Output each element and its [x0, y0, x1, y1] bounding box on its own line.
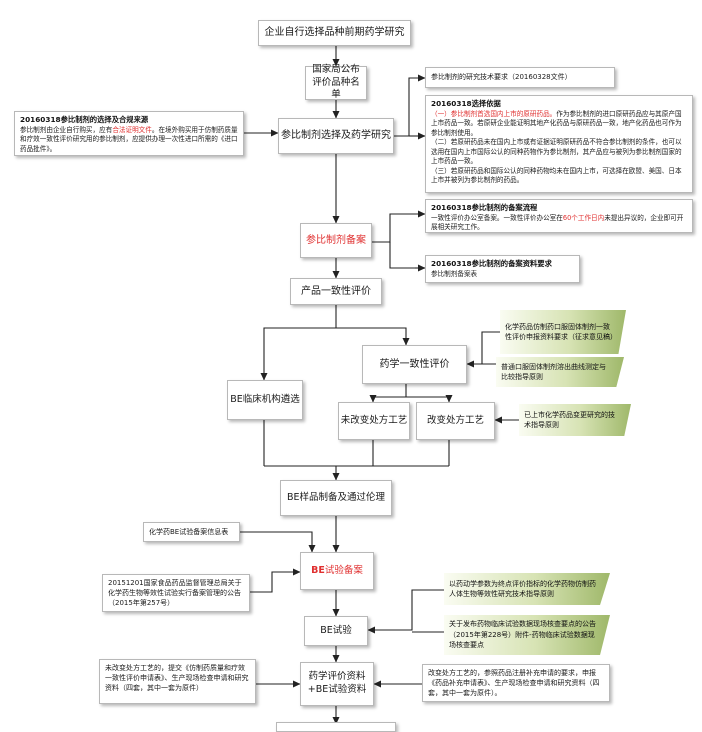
node-submission: 药学评价资料+BE试验资料 [300, 662, 374, 706]
node-pharm-eval: 药学一致性评价 [362, 345, 467, 384]
node-product-eval: 产品一致性评价 [290, 278, 382, 305]
note-basis-line1-red: （一）参比制剂首选国内上市的原研药品。 [431, 109, 557, 118]
note-basis: 20160318选择依据 （一）参比制剂首选国内上市的原研药品。作为参比制剂的进… [425, 95, 693, 193]
note-source: 20160318参比制剂的选择及合规来源 参比制剂由企业自行购买，应有合法证明文… [14, 111, 244, 156]
note-filing-docs: 20160318参比制剂的备案资料要求 参比制剂备案表 [425, 255, 580, 283]
arrow-guide1-to-pharm [466, 331, 500, 368]
note-source-red: 合法证明文件 [112, 125, 152, 134]
note-basis-line2: （二）若原研药品未在国内上市或有证据证明原研药品不符合参比制剂的条件，也可以选用… [431, 138, 682, 166]
guide-consistency-materials: 化学药品仿制药口服固体制剂一致性评价申报资料要求（征求意见稿） [500, 310, 626, 354]
note-be-info: 化学药BE试验备案信息表 [143, 522, 240, 542]
note-filing-flow-title: 20160318参比制剂的备案流程 [431, 203, 538, 212]
note-basis-title: 20160318选择依据 [431, 99, 501, 108]
note-filing-docs-title: 20160318参比制剂的备案资料要求 [431, 259, 552, 268]
node-changed: 改变处方工艺 [416, 402, 495, 440]
arrow-announce-to-be-filing [250, 568, 301, 593]
node-be-prep: BE样品制备及通过伦理 [280, 480, 392, 516]
note-changed-submit: 改变处方工艺的，参照药品注册补充申请的要求，申报《药品补充申请表》、生产现场检查… [422, 664, 610, 702]
arrow-guide4-to-trial [367, 589, 444, 634]
be-filing-suffix: 试验备案 [324, 564, 363, 576]
note-filing-flow-red: 60个工作日内 [562, 213, 605, 222]
note-source-body: 参比制剂由企业自行购买，应有合法证明文件。在境外购买用于仿制药质量和疗效一致性评… [20, 125, 238, 153]
note-filing-flow-body: 一致性评价办公室备案。一致性评价办公室在60个工作日内未提出异议的，企业即可开展… [431, 213, 684, 232]
note-filing-docs-line: 参比制剂备案表 [431, 269, 478, 278]
node-ref-filing: 参比制剂备案 [300, 223, 372, 258]
note-basis-line3: （三）若原研药品和国际公认的同种药物均未在国内上市，可选择在欧盟、美国、日本上市… [431, 166, 682, 185]
note-tech-req: 参比制剂的研究技术要求（20160328文件） [425, 67, 615, 88]
node-next-partial [276, 722, 396, 732]
note-basis-line1-rest: 作为参比制剂的进口原研药品应与其原产国上市药品一致。若原研企业能证明其地产化药品… [431, 109, 682, 137]
node-start: 企业自行选择品种前期药学研究 [258, 20, 411, 46]
note-basis-line1: （一）参比制剂首选国内上市的原研药品。作为参比制剂的进口原研药品应与其原产国上市… [431, 110, 687, 139]
arrow-eval-to-be-site [260, 327, 336, 381]
note-announcement: 20151201国家食品药品监督管理总局关于化学药生物等效性试验实行备案管理的公… [102, 574, 250, 612]
node-ref-select: 参比制剂选择及药学研究 [278, 118, 394, 154]
arrow-filing-to-flow [372, 210, 426, 243]
guide-dissolution: 普通口服固体制剂溶出曲线测定与比较指导原则 [496, 357, 624, 387]
arrow-select-to-notes [394, 74, 426, 137]
note-source-title: 20160318参比制剂的选择及合规来源 [20, 115, 149, 124]
node-unchanged: 未改变处方工艺 [338, 402, 410, 440]
guide-clinical-inspection: 关于发布药物临床试验数据现场核查要点的公告（2015年第228号）附件-药物临床… [444, 615, 610, 655]
node-be-site: BE临床机构遴选 [227, 380, 303, 420]
arrow-eval-to-pharm [336, 327, 410, 346]
node-be-trial: BE试验 [304, 616, 368, 646]
note-filing-flow: 20160318参比制剂的备案流程 一致性评价办公室备案。一致性评价办公室在60… [425, 199, 693, 233]
note-unchanged-submit: 未改变处方工艺的，提交《仿制药质量和疗效一致性评价申请表》、生产现场检查申请和研… [99, 659, 256, 704]
be-filing-prefix: BE [311, 564, 325, 576]
guide-change-research: 已上市化学药品变更研究的技术指导原则 [519, 404, 631, 436]
arrow-filing-to-docs [389, 242, 425, 269]
guide-bioequivalence: 以药动学参数为终点评价指标的化学药物仿制药人体生物等效性研究技术指导原则 [444, 573, 610, 605]
node-cfda-list: 国家局公布评价品种名单 [305, 64, 367, 100]
arrow-info-to-be-filing [240, 531, 316, 553]
